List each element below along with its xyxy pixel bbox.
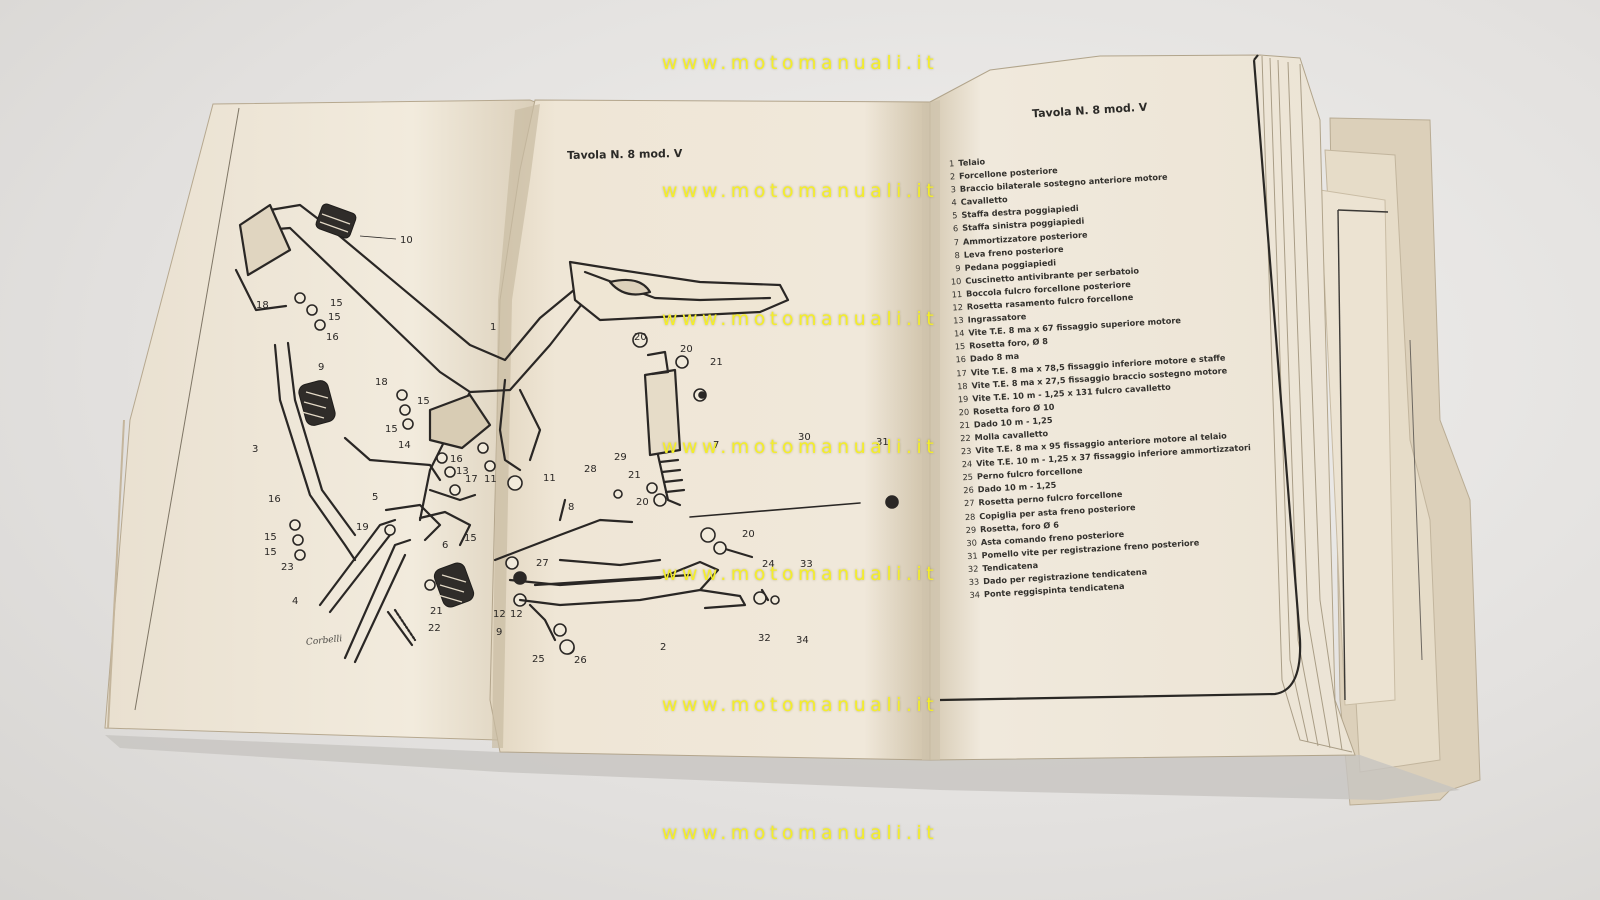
legend-item-number: 25 [962,471,974,483]
svg-text:21: 21 [710,357,723,368]
svg-text:9: 9 [318,362,324,373]
svg-text:8: 8 [568,502,574,513]
svg-text:18: 18 [256,300,269,311]
svg-text:26: 26 [574,655,587,666]
svg-text:17: 17 [465,474,478,485]
svg-text:22: 22 [428,623,441,634]
svg-text:21: 21 [430,606,443,617]
svg-text:12: 12 [510,609,523,620]
svg-text:2: 2 [660,642,666,653]
svg-text:20: 20 [742,529,755,540]
svg-text:3: 3 [252,444,258,455]
legend-item-number: 7 [953,236,960,247]
legend-item-text: Telaio [958,156,986,168]
svg-text:33: 33 [800,559,813,570]
svg-text:20: 20 [636,497,649,508]
svg-text:20: 20 [680,344,693,355]
svg-text:10: 10 [400,235,413,246]
svg-text:5: 5 [372,492,378,503]
svg-text:15: 15 [417,396,430,407]
svg-text:13: 13 [456,466,469,477]
legend-item-number: 16 [955,354,967,365]
watermark-3: www.motomanuali.it [661,308,939,330]
svg-text:24: 24 [762,559,775,570]
svg-text:23: 23 [281,562,294,573]
frame-drawing [234,203,634,664]
legend-item-number: 5 [951,210,958,221]
svg-text:30: 30 [798,432,811,443]
diagram-page-title: Tavola N. 8 mod. V [566,146,683,163]
svg-text:4: 4 [292,596,298,607]
watermark-5: www.motomanuali.it [661,563,939,585]
svg-text:32: 32 [758,633,771,644]
svg-text:11: 11 [484,474,497,485]
legend-item-number: 30 [966,537,978,548]
watermark-1: www.motomanuali.it [661,52,939,74]
legend-item-number: 11 [951,288,963,300]
svg-text:1: 1 [490,322,496,333]
legend-item-number: 24 [961,458,973,470]
svg-text:11: 11 [543,473,556,484]
watermark-6: www.motomanuali.it [661,694,939,716]
legend-item-number: 20 [958,406,970,418]
legend-item-number: 6 [952,223,959,234]
svg-text:25: 25 [532,654,545,665]
svg-text:20: 20 [634,332,647,343]
legend-item-number: 10 [950,275,962,287]
legend-item-number: 15 [954,341,966,352]
legend-item-number: 1 [948,158,955,169]
legend-item-number: 19 [957,393,969,405]
svg-text:15: 15 [264,532,277,543]
legend-item-number: 17 [956,367,968,378]
svg-text:27: 27 [536,558,549,569]
legend-item-number: 18 [956,380,968,391]
svg-text:18: 18 [375,377,388,388]
svg-text:31: 31 [876,437,889,448]
swingarm-drawing [508,260,861,642]
svg-text:9: 9 [496,627,502,638]
svg-text:16: 16 [326,332,339,343]
svg-text:19: 19 [356,522,369,533]
watermark-4: www.motomanuali.it [661,436,939,458]
legend-item-number: 29 [965,524,977,535]
svg-text:28: 28 [584,464,597,475]
svg-text:6: 6 [442,540,448,551]
svg-text:12: 12 [493,609,506,620]
svg-text:16: 16 [450,454,463,465]
legend-item-number: 27 [963,498,975,509]
legend-item-number: 34 [969,589,981,601]
svg-text:34: 34 [796,635,809,646]
svg-text:15: 15 [385,424,398,435]
svg-text:21: 21 [628,470,641,481]
svg-text:15: 15 [328,312,341,323]
legend-item-text: Dado 8 ma [969,351,1020,364]
stacked-sheets [1319,117,1481,806]
legend-item-number: 26 [963,484,975,496]
legend-page [929,54,1356,761]
svg-text:29: 29 [614,452,627,463]
svg-text:16: 16 [268,494,281,505]
svg-text:15: 15 [464,533,477,544]
legend-item-number: 21 [959,419,971,431]
legend-item-number: 31 [966,550,978,561]
diagram-hardware [513,332,899,655]
svg-text:7: 7 [713,440,719,451]
svg-text:15: 15 [264,547,277,558]
watermark-7: www.motomanuali.it [661,822,939,844]
svg-text:15: 15 [330,298,343,309]
legend-item-number: 28 [964,511,976,522]
legend-item-number: 9 [955,262,961,274]
watermark-2: www.motomanuali.it [661,180,939,202]
legend-item-number: 8 [954,249,961,260]
svg-text:14: 14 [398,440,411,451]
